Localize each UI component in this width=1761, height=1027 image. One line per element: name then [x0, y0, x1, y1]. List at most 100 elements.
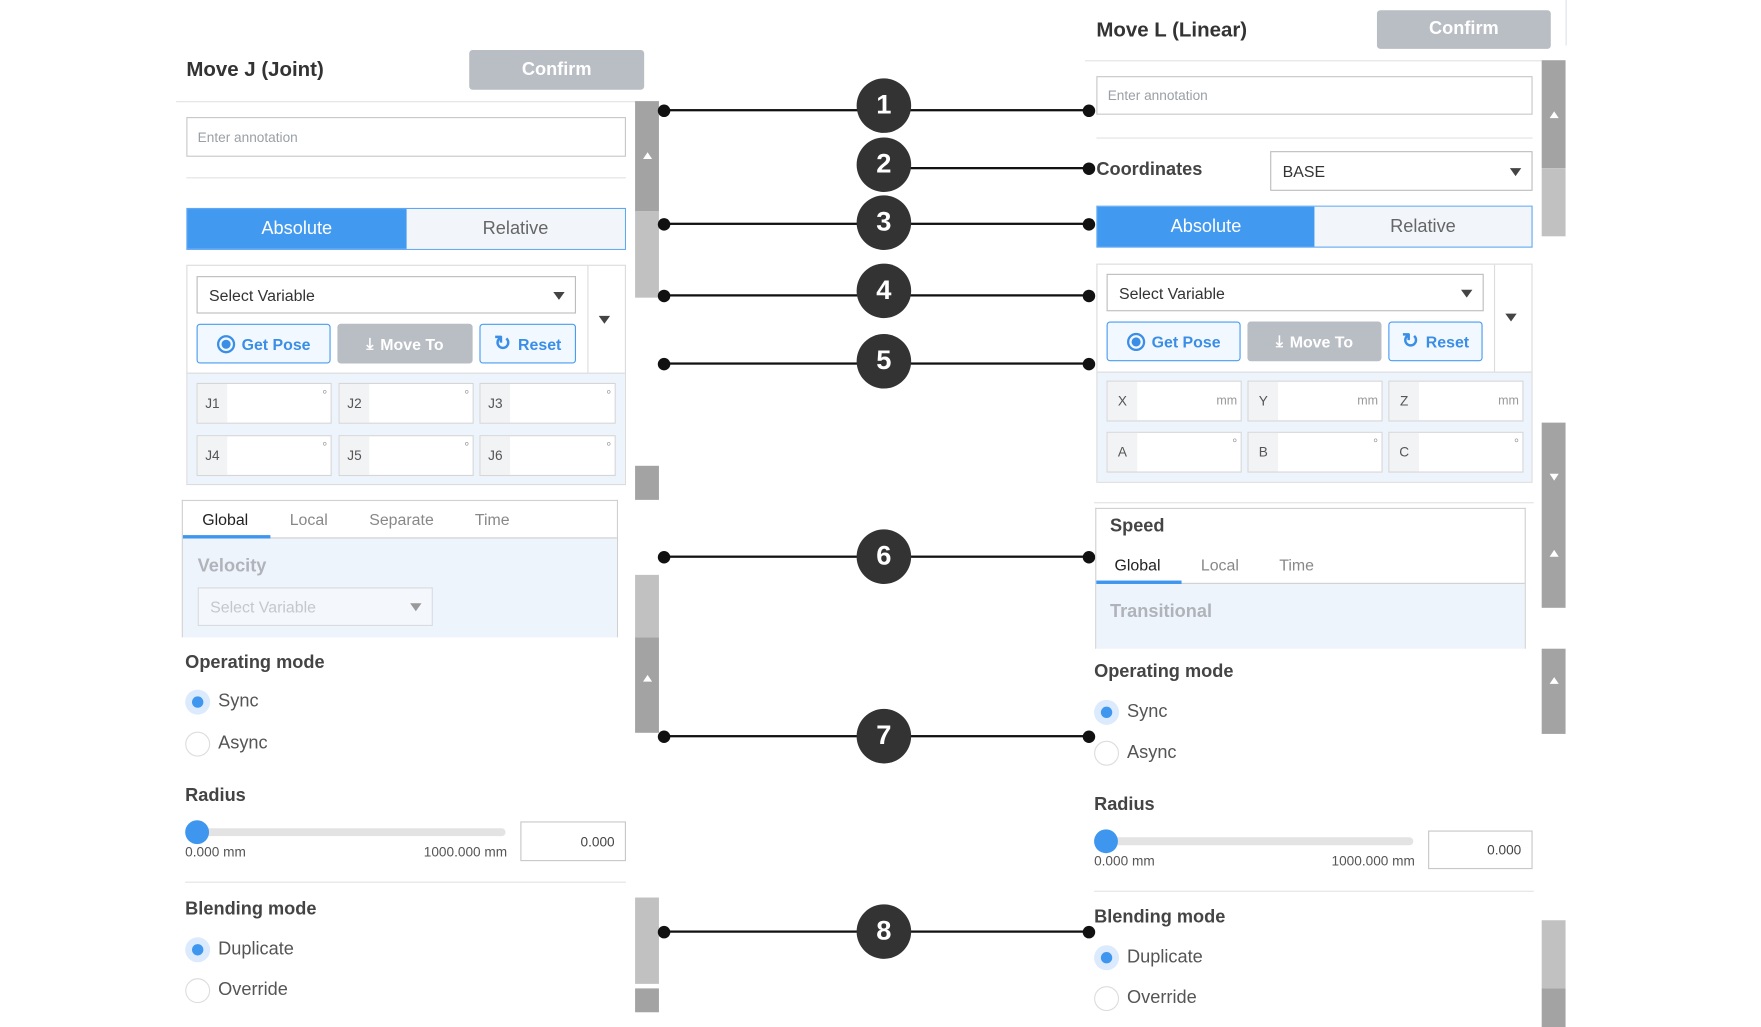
override-radio[interactable] [185, 978, 211, 1004]
movel-get-pose-button[interactable]: Get Pose [1106, 321, 1241, 362]
movej-reset-button[interactable]: ↻Reset [479, 323, 577, 364]
radius-min-label: 0.000 mm [185, 844, 246, 861]
movel-annotation-input[interactable]: Enter annotation [1096, 76, 1533, 115]
velocity-select[interactable]: Select Variable [197, 587, 433, 626]
scrollbar[interactable] [1541, 988, 1566, 1027]
movej-move-to-button[interactable]: ⤓Move To [337, 323, 473, 364]
scroll-down-icon[interactable] [1549, 473, 1559, 481]
radius-max-label: 1000.000 mm [423, 844, 508, 861]
movej-get-pose-button[interactable]: Get Pose [196, 323, 331, 364]
movel-title: Move L (Linear) [1096, 18, 1248, 41]
scroll-up-icon[interactable] [1549, 549, 1559, 557]
sync-radio[interactable] [185, 689, 211, 715]
async-radio[interactable] [1094, 740, 1120, 766]
sync-radio[interactable] [1094, 699, 1120, 725]
velocity-label: Velocity [197, 556, 267, 577]
scrollbar[interactable] [1541, 60, 1566, 169]
duplicate-radio[interactable] [185, 937, 211, 963]
async-label: Async [218, 733, 268, 754]
callout-3: 3 [856, 195, 912, 250]
movej-title: Move J (Joint) [186, 57, 324, 81]
target-icon [216, 334, 235, 353]
radius-label: Radius [185, 786, 246, 806]
scrollbar[interactable] [635, 637, 659, 733]
duplicate-label: Duplicate [1127, 947, 1203, 967]
movej-annotation-input[interactable]: Enter annotation [186, 117, 626, 157]
joint-field-j3[interactable]: J3° [479, 382, 616, 424]
tab-global[interactable]: Global [202, 510, 249, 529]
movel-reset-button[interactable]: ↻Reset [1388, 321, 1483, 362]
reset-icon: ↻ [1401, 329, 1419, 353]
sync-label: Sync [218, 691, 259, 712]
movel-move-to-button[interactable]: ⤓Move To [1247, 321, 1382, 362]
scrollbar[interactable] [635, 988, 659, 1013]
button-label: Get Pose [1151, 332, 1221, 351]
button-label: Move To [1289, 332, 1354, 351]
scrollbar-thumb[interactable] [1541, 920, 1566, 989]
scrollbar-thumb[interactable] [635, 574, 659, 638]
scrollbar-thumb[interactable] [635, 897, 659, 984]
movel-speed-panel [1095, 507, 1526, 649]
divider [1094, 890, 1534, 892]
scrollbar[interactable] [635, 101, 659, 212]
scroll-up-icon[interactable] [643, 152, 653, 160]
callout-7: 7 [856, 708, 912, 764]
button-label: Reset [518, 334, 562, 353]
absolute-tab[interactable]: Absolute [187, 209, 407, 249]
tab-time[interactable]: Time [474, 510, 510, 529]
scrollbar[interactable] [635, 465, 659, 500]
scrollbar-thumb[interactable] [635, 211, 659, 298]
scroll-up-icon[interactable] [643, 674, 653, 682]
speed-label: Speed [1109, 516, 1165, 537]
scrollbar[interactable] [1541, 648, 1566, 734]
scroll-up-icon[interactable] [1549, 677, 1559, 684]
movel-pose-box [1096, 263, 1533, 483]
override-radio[interactable] [1094, 986, 1120, 1012]
duplicate-radio[interactable] [1094, 945, 1120, 971]
relative-tab[interactable]: Relative [406, 209, 625, 249]
movel-confirm-button[interactable]: Confirm [1376, 10, 1551, 49]
callout-2: 2 [856, 137, 912, 193]
chevron-down-icon [1509, 168, 1522, 177]
radius-input[interactable]: 0.000 [1428, 830, 1533, 870]
joint-field-j1[interactable]: J1° [196, 382, 332, 424]
coord-field-a[interactable]: A° [1106, 431, 1242, 473]
scrollbar-thumb[interactable] [1541, 168, 1566, 237]
movej-variable-select[interactable]: Select Variable [196, 276, 577, 314]
scrollbar[interactable] [1541, 422, 1566, 608]
tab-local[interactable]: Local [289, 510, 328, 529]
divider [1084, 60, 1542, 62]
tab-local[interactable]: Local [1200, 555, 1239, 574]
expand-chevron-icon[interactable] [598, 315, 611, 324]
movel-variable-select[interactable]: Select Variable [1106, 273, 1484, 312]
joint-field-j2[interactable]: J2° [338, 382, 474, 424]
tab-time[interactable]: Time [1279, 555, 1315, 574]
movej-confirm-button[interactable]: Confirm [469, 49, 645, 90]
joint-field-j6[interactable]: J6° [479, 435, 616, 477]
joint-field-j5[interactable]: J5° [338, 435, 474, 477]
callout-6: 6 [856, 529, 912, 584]
radius-slider-track[interactable] [1104, 837, 1414, 846]
callout-1: 1 [856, 78, 912, 133]
scroll-up-icon[interactable] [1549, 111, 1559, 119]
coord-field-b[interactable]: B° [1247, 431, 1383, 473]
radius-slider-thumb[interactable] [185, 820, 210, 845]
operating-mode-label: Operating mode [185, 653, 325, 673]
coordinates-select[interactable]: BASE [1270, 151, 1533, 191]
joint-field-j4[interactable]: J4° [196, 435, 332, 477]
tab-separate[interactable]: Separate [369, 510, 434, 529]
absolute-tab[interactable]: Absolute [1097, 206, 1315, 247]
override-label: Override [1127, 988, 1197, 1008]
radius-input[interactable]: 0.000 [520, 821, 626, 862]
relative-tab[interactable]: Relative [1314, 206, 1532, 247]
tab-global[interactable]: Global [1114, 555, 1161, 574]
radius-slider-thumb[interactable] [1094, 829, 1118, 854]
button-label: Move To [380, 334, 444, 353]
async-radio[interactable] [185, 731, 211, 757]
radius-slider-track[interactable] [195, 828, 506, 837]
coord-field-c[interactable]: C° [1388, 431, 1524, 473]
expand-chevron-icon[interactable] [1505, 313, 1517, 322]
